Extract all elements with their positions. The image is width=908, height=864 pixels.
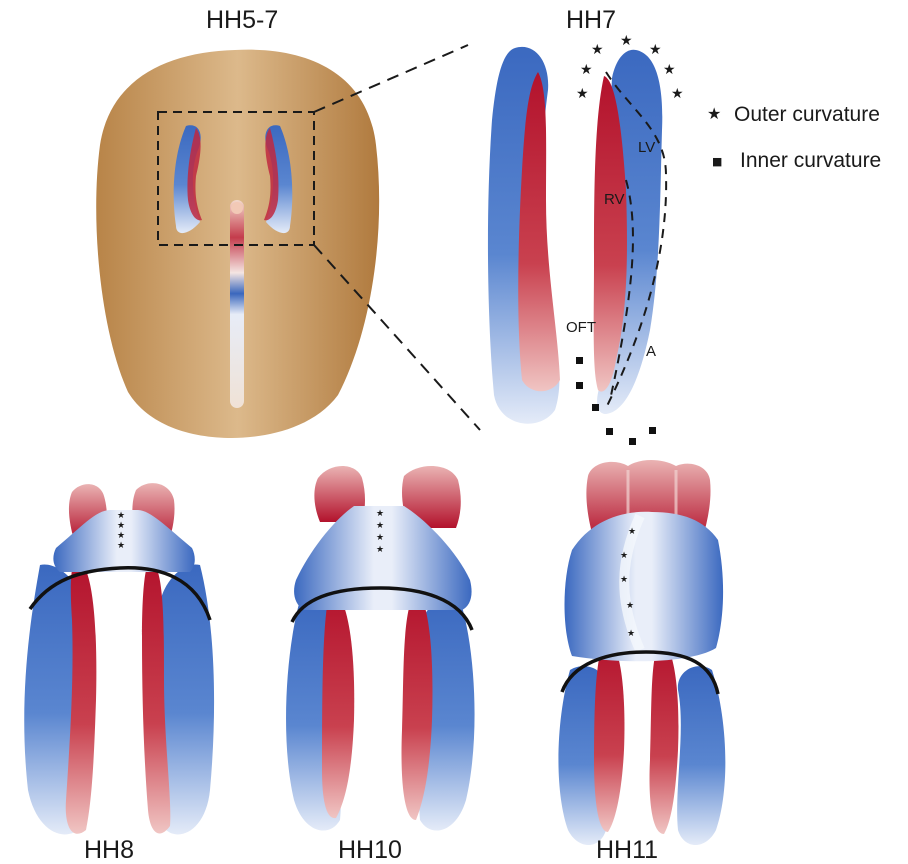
label-rv: RV (604, 191, 625, 208)
star-marker: ★ (376, 509, 384, 519)
legend: ★ Outer curvature ■ Inner curvature (707, 103, 881, 172)
node (231, 202, 243, 214)
hh11-left-red (594, 640, 624, 832)
inner-curvature-square-icon: ■ (712, 155, 722, 168)
star-marker: ★ (628, 527, 636, 537)
panel-hh8: ★ ★ ★ ★ HH8 (24, 483, 214, 864)
label-hh7: HH7 (566, 6, 616, 34)
star-marker: ★ (576, 86, 589, 102)
label-hh11: HH11 (596, 836, 658, 864)
label-hh8: HH8 (84, 836, 134, 864)
star-marker: ★ (591, 42, 604, 58)
star-marker: ★ (663, 62, 676, 78)
square-marker (576, 357, 583, 364)
square-marker (629, 438, 636, 445)
panel-hh5-7: HH5-7 (96, 6, 480, 438)
star-marker: ★ (580, 62, 593, 78)
star-marker: ★ (117, 541, 125, 551)
panel-hh11: ★ ★ ★ ★ ★ HH11 (558, 460, 725, 864)
primitive-streak (230, 200, 244, 408)
label-oft: OFT (566, 319, 596, 336)
label-hh5-7: HH5-7 (206, 6, 278, 34)
square-marker (649, 427, 656, 434)
star-marker: ★ (649, 42, 662, 58)
hh10-left-red (322, 590, 354, 818)
star-marker: ★ (117, 521, 125, 531)
label-hh10: HH10 (338, 836, 402, 864)
panel-hh10: ★ ★ ★ ★ HH10 (286, 466, 475, 864)
star-marker: ★ (627, 629, 635, 639)
star-marker: ★ (376, 533, 384, 543)
star-marker: ★ (671, 86, 684, 102)
square-marker (606, 428, 613, 435)
label-lv: LV (638, 139, 655, 156)
star-marker: ★ (626, 601, 634, 611)
square-marker (576, 382, 583, 389)
star-marker: ★ (620, 575, 628, 585)
star-marker: ★ (117, 511, 125, 521)
hh8-stars: ★ ★ ★ ★ (117, 511, 125, 551)
hh11-collar (565, 512, 724, 661)
star-marker: ★ (620, 33, 633, 49)
outer-curvature-star-icon: ★ (707, 104, 721, 123)
legend-outer-text: Outer curvature (734, 103, 880, 126)
star-marker: ★ (117, 531, 125, 541)
square-marker (592, 404, 599, 411)
label-a: A (646, 343, 656, 360)
star-marker: ★ (620, 551, 628, 561)
star-marker: ★ (376, 521, 384, 531)
panel-hh7: HH7 LV RV OFT A ★ ★ ★ ★ ★ ★ ★ (488, 6, 684, 445)
star-marker: ★ (376, 545, 384, 555)
legend-inner-text: Inner curvature (740, 149, 881, 172)
hh11-right-red (650, 640, 679, 834)
